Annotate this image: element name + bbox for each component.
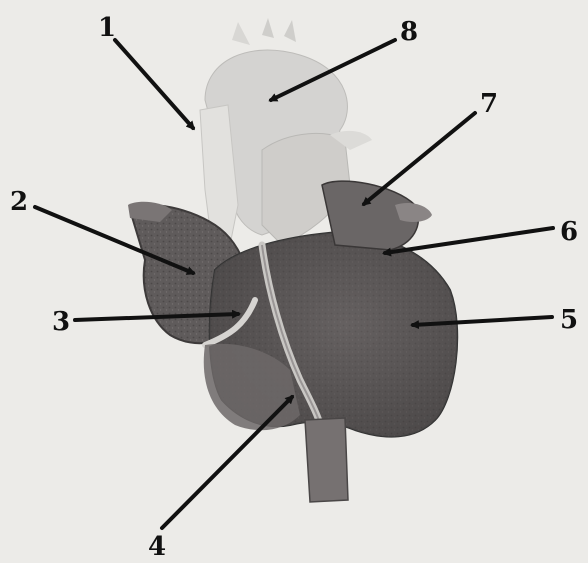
label-4: 4: [148, 532, 166, 559]
label-2: 2: [10, 187, 28, 217]
label-6: 6: [560, 217, 578, 247]
label-8: 8: [400, 17, 418, 47]
label-1: 1: [98, 13, 116, 43]
label-7: 7: [480, 89, 498, 119]
inferior-vena-cava: [305, 418, 348, 502]
label-3: 3: [52, 307, 70, 337]
label-5: 5: [560, 305, 578, 335]
